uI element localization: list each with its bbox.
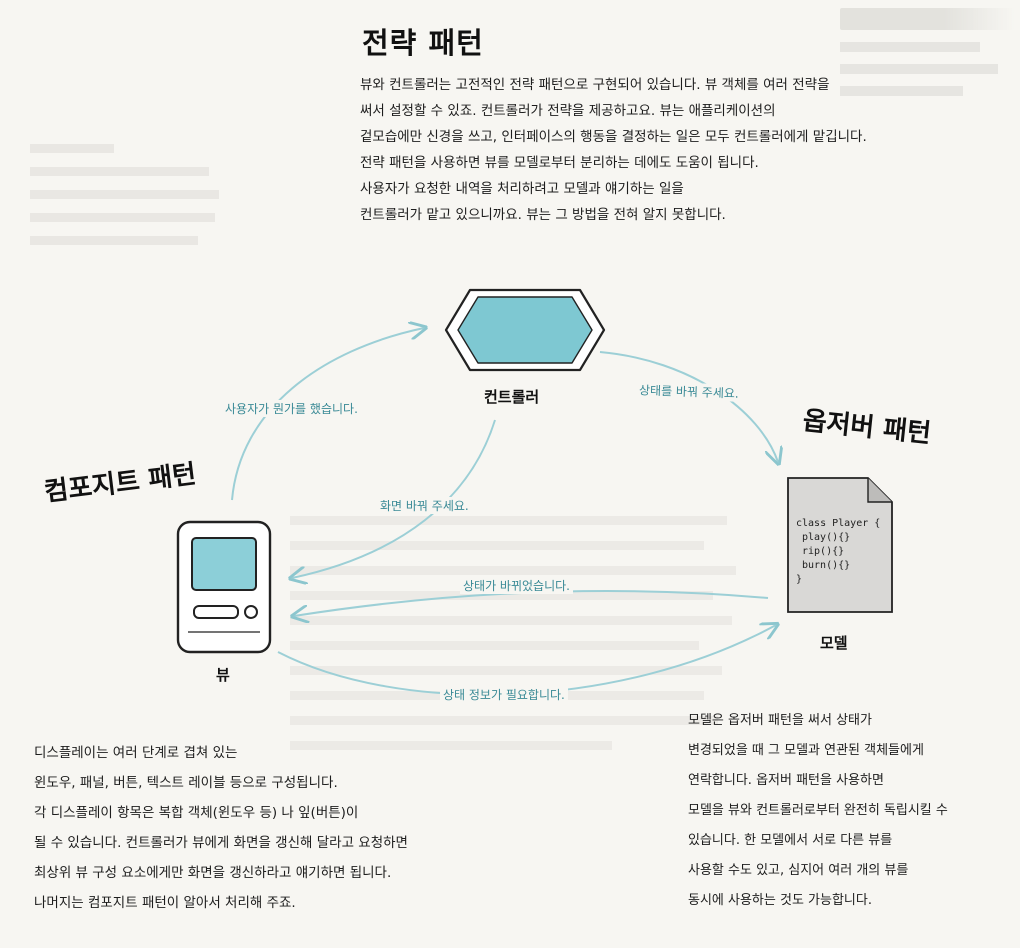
model-code-line: burn(){} (802, 560, 850, 571)
observer-line: 모델은 옵저버 패턴을 써서 상태가 (688, 713, 872, 728)
composite-line: 될 수 있습니다. 컨트롤러가 뷰에게 화면을 갱신해 달라고 요청하면 (34, 835, 408, 851)
arrow-model-to-view (294, 590, 769, 616)
arrow-view-to-model (277, 625, 776, 696)
composite-line: 윈도우, 패널, 버튼, 텍스트 레이블 등으로 구성됩니다. (34, 775, 338, 791)
observer-line: 동시에 사용하는 것도 가능합니다. (688, 893, 872, 908)
observer-line: 변경되었을 때 그 모델과 연관된 객체들에게 (688, 743, 924, 758)
view-device-icon (176, 520, 272, 654)
arrow-label-user-did-something: 사용자가 뭔가를 했습니다. (222, 400, 361, 417)
arrow-label-change-state: 상태를 바꿔 주세요. (635, 381, 743, 402)
observer-line: 사용할 수도 있고, 심지어 여러 개의 뷰를 (688, 863, 909, 878)
strategy-pattern-title: 전략 패턴 (362, 26, 484, 60)
view-label: 뷰 (216, 666, 230, 684)
controller-hexagon-icon (444, 288, 606, 372)
model-code-line: rip(){} (802, 546, 844, 557)
strategy-line: 써서 설정할 수 있죠. 컨트롤러가 전략을 제공하고요. 뷰는 애플리케이션의 (360, 103, 776, 119)
arrow-label-need-state-info: 상태 정보가 필요합니다. (440, 686, 568, 703)
arrow-view-to-controller (231, 328, 424, 501)
strategy-line: 컨트롤러가 맡고 있으니까요. 뷰는 그 방법을 전혀 알지 못합니다. (360, 207, 726, 223)
model-label: 모델 (820, 634, 848, 652)
composite-line: 디스플레이는 여러 단계로 겹쳐 있는 (34, 745, 238, 761)
controller-label: 컨트롤러 (484, 388, 540, 406)
strategy-line: 뷰와 컨트롤러는 고전적인 전략 패턴으로 구현되어 있습니다. 뷰 객체를 여… (360, 77, 830, 93)
observer-line: 모델을 뷰와 컨트롤러로부터 완전히 독립시킬 수 (688, 803, 948, 818)
model-document-icon: class Player { play(){} rip(){} burn(){}} (787, 477, 893, 613)
composite-line: 최상위 뷰 구성 요소에게만 화면을 갱신하라고 얘기하면 됩니다. (34, 865, 392, 881)
model-code-line: class Player { (796, 518, 880, 529)
arrow-label-change-display: 화면 바꿔 주세요. (377, 497, 472, 514)
composite-description: 디스플레이는 여러 단계로 겹쳐 있는 윈도우, 패널, 버튼, 텍스트 레이블… (34, 738, 408, 918)
strategy-line: 겉모습에만 신경을 쓰고, 인터페이스의 행동을 결정하는 일은 모두 컨트롤러… (360, 129, 867, 145)
strategy-line: 사용자가 요청한 내역을 처리하려고 모델과 얘기하는 일을 (360, 181, 684, 197)
strategy-line: 전략 패턴을 사용하면 뷰를 모델로부터 분리하는 데에도 도움이 됩니다. (360, 155, 759, 171)
composite-line: 나머지는 컴포지트 패턴이 알아서 처리해 주죠. (34, 895, 296, 911)
observer-line: 연락합니다. 옵저버 패턴을 사용하면 (688, 773, 884, 788)
model-code-line: play(){} (802, 532, 850, 543)
observer-line: 있습니다. 한 모델에서 서로 다른 뷰를 (688, 833, 893, 848)
arrow-controller-to-view (292, 419, 496, 578)
strategy-description: 뷰와 컨트롤러는 고전적인 전략 패턴으로 구현되어 있습니다. 뷰 객체를 여… (360, 72, 867, 228)
model-code-line: } (796, 574, 802, 585)
composite-line: 각 디스플레이 항목은 복합 객체(윈도우 등) 나 잎(버튼)이 (34, 805, 359, 821)
observer-description: 모델은 옵저버 패턴을 써서 상태가 변경되었을 때 그 모델과 연관된 객체들… (688, 706, 948, 916)
arrow-label-state-changed: 상태가 바뀌었습니다. (460, 577, 573, 594)
arrow-controller-to-model (599, 351, 778, 462)
